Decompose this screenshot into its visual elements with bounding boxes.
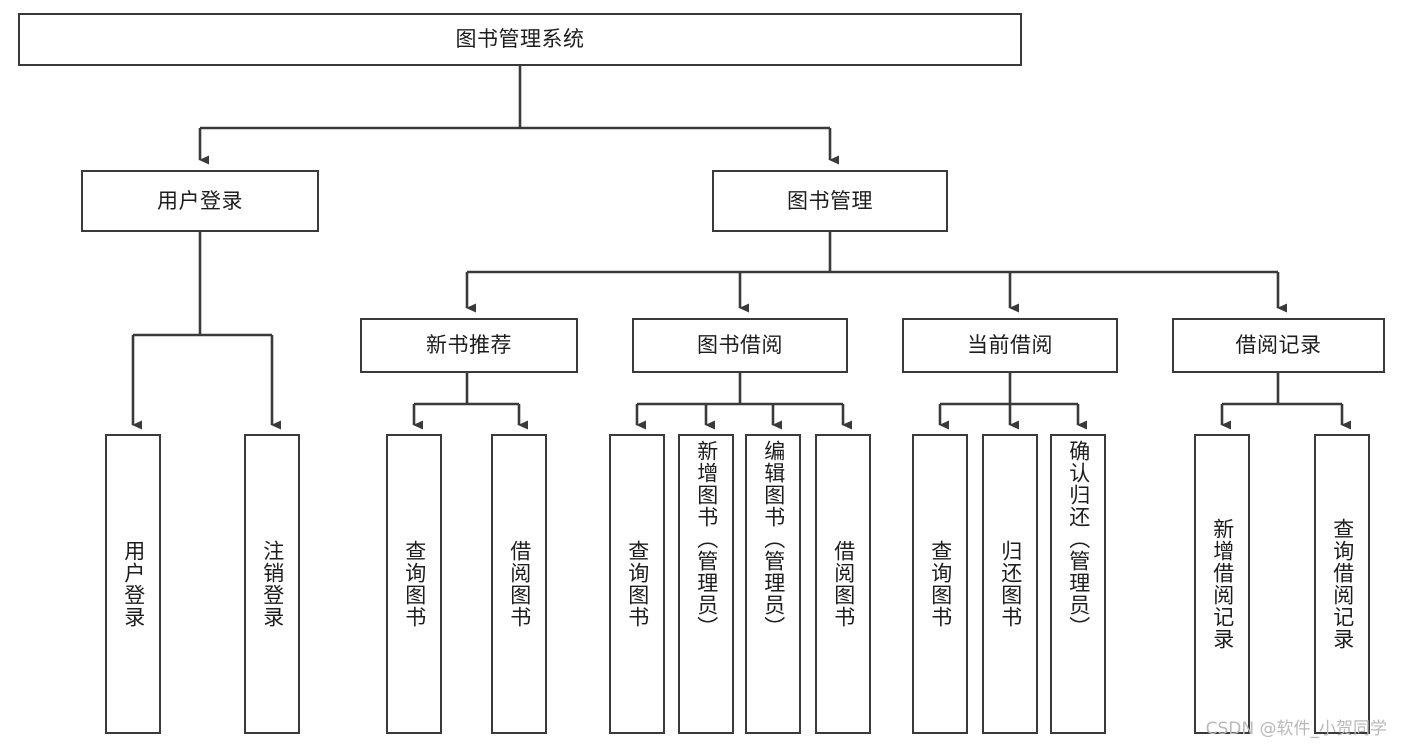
node-current-borrow[interactable]: 当前借阅 (902, 318, 1118, 373)
node-label: 查询图书 (402, 540, 427, 628)
leaf-return-books[interactable]: 归还图书 (982, 434, 1038, 734)
node-label: 图书借阅 (697, 333, 783, 358)
node-label: 查询图书 (928, 540, 953, 628)
node-label: 图书管理 (787, 188, 873, 213)
watermark: CSDN @软件_小贺同学 (1205, 719, 1387, 739)
leaf-user-logout[interactable]: 注销登录 (244, 434, 300, 734)
node-label: 查询图书 (625, 540, 650, 628)
node-label: 用户登录 (157, 188, 243, 213)
leaf-query-books-recommend[interactable]: 查询图书 (386, 434, 442, 734)
node-label: 新增借阅记录 (1210, 518, 1235, 650)
leaf-borrow-books[interactable]: 借阅图书 (815, 434, 871, 734)
node-label: 查询借阅记录 (1330, 518, 1355, 650)
node-label: 当前借阅 (967, 333, 1053, 358)
node-borrow-records[interactable]: 借阅记录 (1172, 318, 1385, 373)
node-label: 注销登录 (260, 540, 285, 628)
leaf-edit-book-admin[interactable]: 编辑图书（管理员） (745, 434, 801, 734)
leaf-add-borrow-record[interactable]: 新增借阅记录 (1194, 434, 1250, 734)
node-label: 图书管理系统 (455, 27, 585, 52)
leaf-borrow-books-recommend[interactable]: 借阅图书 (491, 434, 547, 734)
node-root-system[interactable]: 图书管理系统 (18, 13, 1022, 66)
leaf-query-books-current[interactable]: 查询图书 (912, 434, 968, 734)
node-label: 确认归还（管理员） (1066, 440, 1091, 638)
node-label: 借阅记录 (1235, 333, 1322, 358)
node-label: 借阅图书 (831, 540, 856, 628)
node-label: 新书推荐 (426, 333, 512, 358)
leaf-add-book-admin[interactable]: 新增图书（管理员） (678, 434, 734, 734)
node-user-login[interactable]: 用户登录 (81, 170, 319, 232)
node-label: 新增图书（管理员） (694, 440, 719, 638)
node-book-borrow[interactable]: 图书借阅 (632, 318, 848, 373)
node-label: 用户登录 (121, 540, 146, 628)
leaf-confirm-return-admin[interactable]: 确认归还（管理员） (1050, 434, 1106, 734)
leaf-query-books-borrow[interactable]: 查询图书 (609, 434, 665, 734)
node-label: 编辑图书（管理员） (761, 440, 786, 638)
node-book-management[interactable]: 图书管理 (712, 170, 948, 232)
node-label: 归还图书 (998, 540, 1023, 628)
leaf-query-borrow-record[interactable]: 查询借阅记录 (1314, 434, 1370, 734)
node-label: 借阅图书 (507, 540, 532, 628)
node-new-book-recommend[interactable]: 新书推荐 (360, 318, 578, 373)
leaf-user-login[interactable]: 用户登录 (105, 434, 161, 734)
